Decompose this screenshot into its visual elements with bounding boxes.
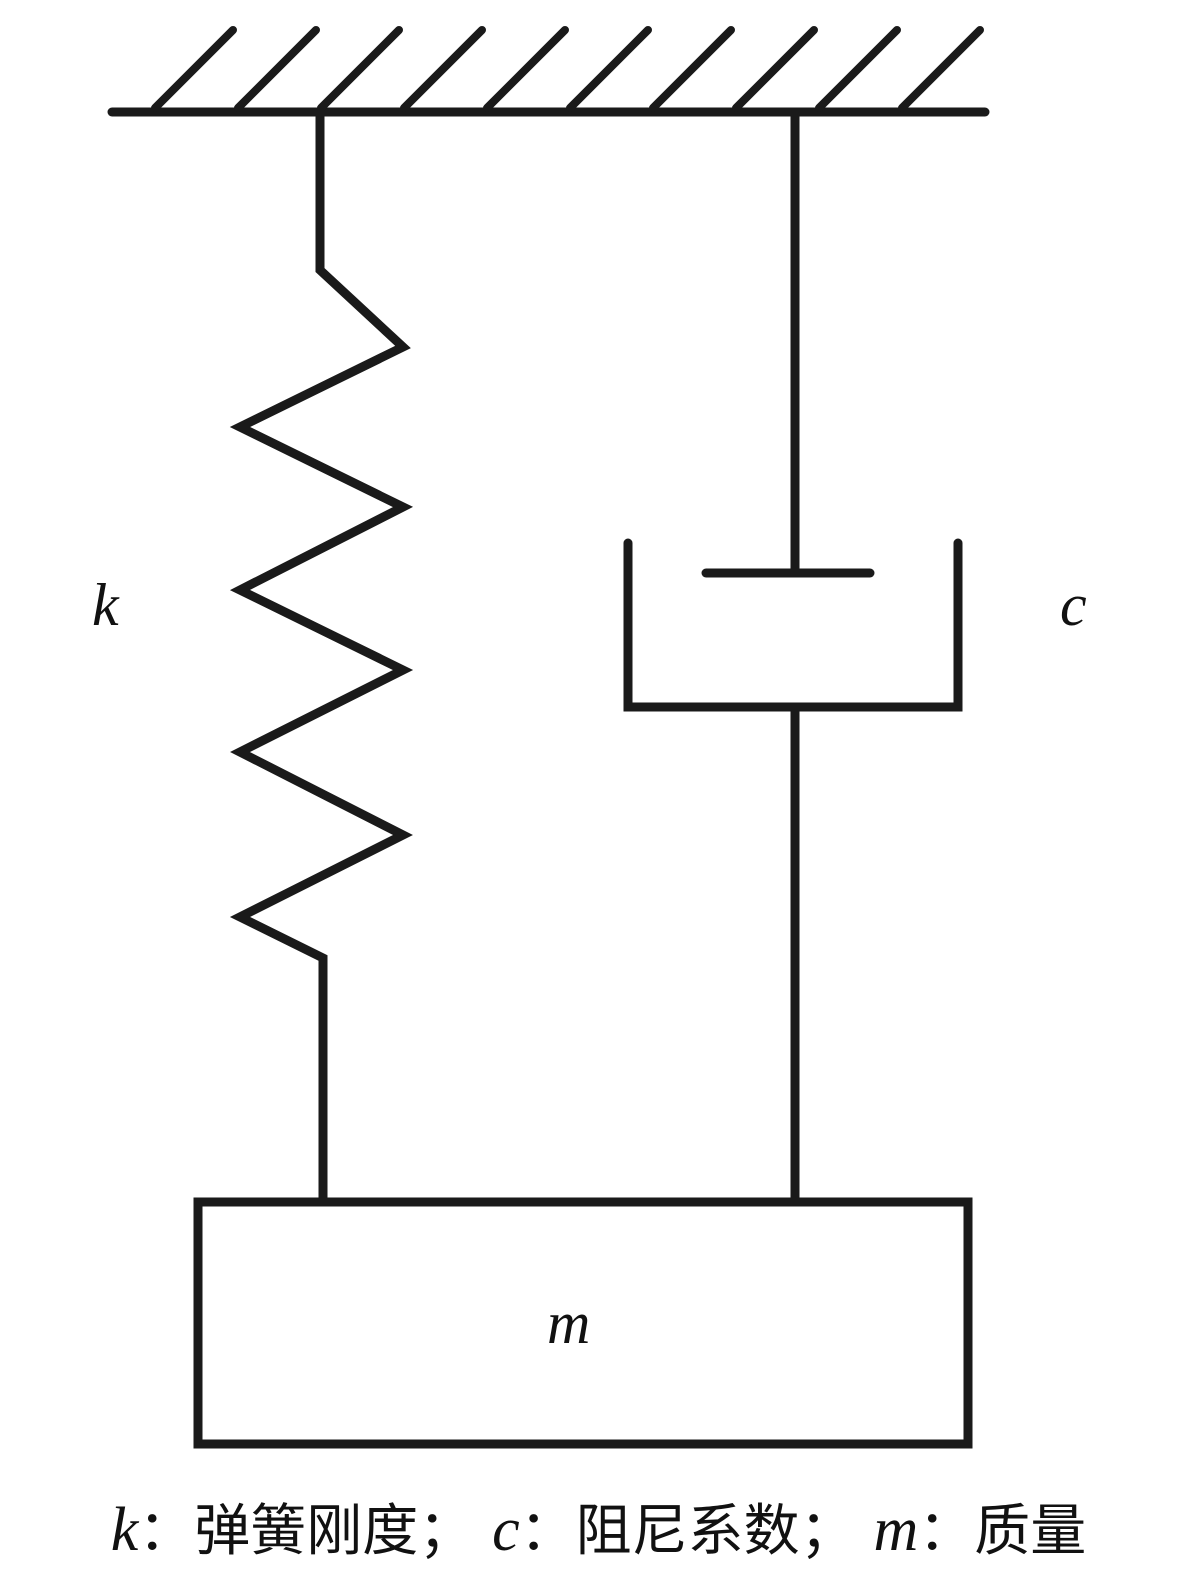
spring-label: k	[92, 572, 120, 638]
hatch-mark	[151, 26, 237, 112]
hatch-mark	[649, 26, 735, 112]
caption-text-k: ：弹簧刚度；	[138, 1499, 475, 1564]
caption-sym-k: k	[110, 1496, 139, 1564]
hatch-mark	[400, 26, 486, 112]
damper	[623, 107, 963, 1205]
hatch-mark	[483, 26, 569, 112]
support-hatching	[151, 26, 984, 112]
damper-label: c	[1060, 572, 1087, 638]
caption-text-m: ：质量	[918, 1499, 1087, 1564]
hatch-mark	[898, 26, 984, 112]
caption-text-c: ：阻尼系数；	[519, 1499, 856, 1564]
caption-sym-m: m	[873, 1496, 919, 1564]
figure-caption: k：弹簧刚度； c：阻尼系数； m：质量	[0, 1490, 1197, 1572]
spring	[229, 107, 414, 1205]
fixed-support	[107, 26, 990, 117]
hatch-mark	[566, 26, 652, 112]
hatch-mark	[815, 26, 901, 112]
hatch-mark	[317, 26, 403, 112]
caption-sym-c: c	[492, 1496, 520, 1564]
mass-label: m	[547, 1290, 590, 1356]
mass-block	[193, 1197, 973, 1449]
hatch-mark	[732, 26, 818, 112]
hatch-mark	[234, 26, 320, 112]
